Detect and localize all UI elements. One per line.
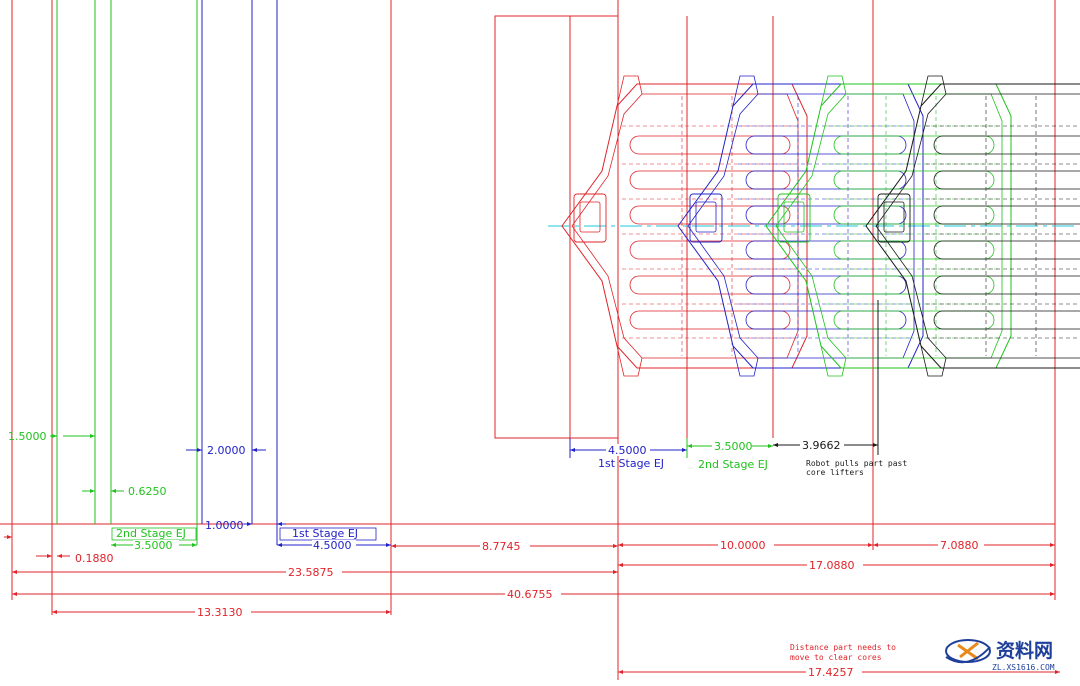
svg-text:3.5000: 3.5000 xyxy=(714,440,753,453)
watermark-logo-icon xyxy=(945,639,991,664)
svg-text:17.4257: 17.4257 xyxy=(808,666,854,679)
svg-text:Robot pulls part past: Robot pulls part past xyxy=(806,459,907,468)
watermark-url: ZL.XS1616.COM xyxy=(992,663,1055,672)
dim-7-0880: 7.0880 xyxy=(873,539,1055,552)
left-blue-lines xyxy=(201,0,278,545)
dim-1st-stage-ej-left: 1st Stage EJ 4.5000 xyxy=(277,527,391,552)
dim-left-tiny xyxy=(4,535,70,558)
svg-text:3.5000: 3.5000 xyxy=(134,539,173,552)
svg-text:2nd Stage EJ: 2nd Stage EJ xyxy=(116,527,186,540)
dim-1st-stage-ej-right: 4.5000 1st Stage EJ xyxy=(569,438,687,470)
svg-text:0.6250: 0.6250 xyxy=(128,485,167,498)
distance-note: Distance part needs to move to clear cor… xyxy=(790,643,896,662)
dim-17-0880: 17.0880 xyxy=(618,559,1055,572)
svg-text:3.9662: 3.9662 xyxy=(802,439,841,452)
svg-text:10.0000: 10.0000 xyxy=(720,539,766,552)
dim-13-3130: 13.3130 xyxy=(52,606,391,619)
left-red-lines xyxy=(0,0,1056,680)
svg-text:1st Stage EJ: 1st Stage EJ xyxy=(292,527,358,540)
watermark-brand: 资料网 xyxy=(996,639,1053,662)
dim-0-1880: 0.1880 xyxy=(75,552,114,565)
dim-40-6755: 40.6755 xyxy=(12,588,1055,601)
dim-1-5000: 1.5000 xyxy=(8,430,95,443)
watermark: 资料网 ZL.XS1616.COM xyxy=(945,639,1055,672)
svg-text:4.5000: 4.5000 xyxy=(313,539,352,552)
svg-text:7.0880: 7.0880 xyxy=(940,539,979,552)
dim-8-7745: 8.7745 xyxy=(391,540,618,553)
svg-text:1.0000: 1.0000 xyxy=(205,519,244,532)
dim-2nd-stage-ej-right: 3.5000 2nd Stage EJ xyxy=(686,438,773,471)
svg-text:4.5000: 4.5000 xyxy=(608,444,647,457)
svg-text:1st Stage EJ: 1st Stage EJ xyxy=(598,457,664,470)
dim-1-0000: 1.0000 xyxy=(205,519,286,532)
svg-text:2nd Stage EJ: 2nd Stage EJ xyxy=(698,458,768,471)
left-green-lines xyxy=(56,0,198,545)
dim-2nd-stage-ej-left: 2nd Stage EJ 3.5000 xyxy=(111,527,197,552)
svg-text:17.0880: 17.0880 xyxy=(809,559,855,572)
mold-plate xyxy=(494,15,874,439)
svg-text:core lifters: core lifters xyxy=(806,468,864,477)
dim-23-5875: 23.5875 xyxy=(12,566,618,579)
dim-17-4257: 17.4257 xyxy=(618,666,1060,679)
svg-text:8.7745: 8.7745 xyxy=(482,540,521,553)
svg-text:Distance part needs to: Distance part needs to xyxy=(790,643,896,652)
svg-text:1.5000: 1.5000 xyxy=(8,430,47,443)
dim-0-6250: 0.6250 xyxy=(82,485,167,498)
svg-text:move to clear cores: move to clear cores xyxy=(790,653,882,662)
svg-text:23.5875: 23.5875 xyxy=(288,566,334,579)
dim-10-0000: 10.0000 xyxy=(618,539,873,552)
dim-3-9662: 3.9662 Robot pulls part past core lifter… xyxy=(773,300,907,477)
svg-text:2.0000: 2.0000 xyxy=(207,444,246,457)
dim-2-0000: 2.0000 xyxy=(186,444,266,457)
svg-text:40.6755: 40.6755 xyxy=(507,588,553,601)
svg-text:13.3130: 13.3130 xyxy=(197,606,243,619)
